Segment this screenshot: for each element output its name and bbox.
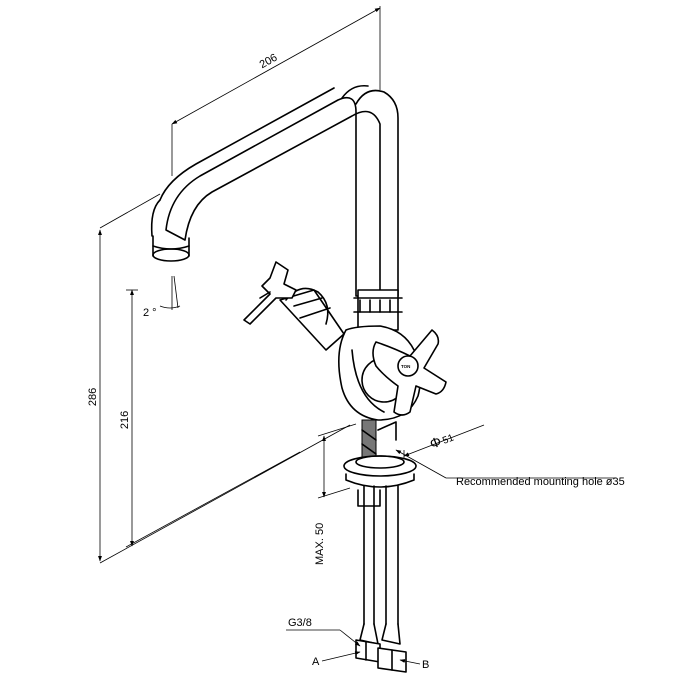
connection-a-label: A xyxy=(312,656,320,668)
connection-b-callout: B xyxy=(399,659,429,671)
supply-pipes xyxy=(355,485,407,673)
diameter-symbol: Φ xyxy=(427,433,443,452)
angle-label: 2 ° xyxy=(143,307,157,319)
diameter-label: 51 xyxy=(441,432,456,446)
logo-text: TON xyxy=(401,364,410,369)
dimension-206-label: 206 xyxy=(258,52,280,71)
dimension-max-50: MAX. 50 xyxy=(314,423,357,565)
star-handle: TON xyxy=(372,329,447,416)
side-valve xyxy=(243,261,345,351)
spout xyxy=(150,84,399,297)
dimension-216-label: 216 xyxy=(119,411,131,429)
mounting-hole-label: Recommended mounting hole ø35 xyxy=(456,476,625,488)
thread-label: G3/8 xyxy=(288,617,312,629)
dimension-286: 286 xyxy=(87,193,351,564)
dimension-angle: 2 ° xyxy=(143,275,181,319)
thread-callout: G3/8 xyxy=(286,617,361,647)
dimension-286-label: 286 xyxy=(87,388,99,406)
dimension-diameter-51: Φ 51 xyxy=(403,424,485,460)
connection-b-label: B xyxy=(422,659,429,671)
max-50-label: MAX. 50 xyxy=(314,523,326,565)
connection-a-callout: A xyxy=(312,651,361,668)
mounting-flange xyxy=(343,419,417,488)
stem xyxy=(353,289,403,331)
mounting-hole-callout: Recommended mounting hole ø35 xyxy=(395,449,625,488)
dimension-216: 216 xyxy=(119,289,301,548)
